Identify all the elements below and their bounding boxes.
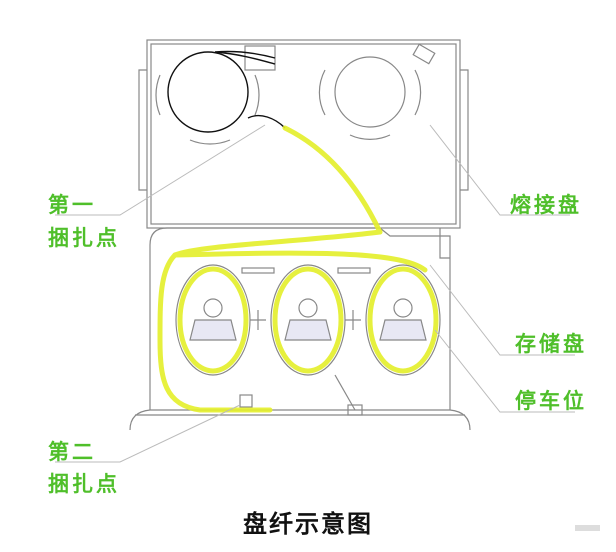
label-second-tie-line2: 捆扎点 <box>48 472 120 496</box>
label-first-tie-line2: 捆扎点 <box>48 226 120 250</box>
leader-parking <box>434 329 575 413</box>
leader-first-tie <box>55 124 266 216</box>
label-second-tie-line1: 第二 <box>48 440 96 464</box>
leader-second-tie <box>55 404 241 463</box>
splice-tray-right <box>334 56 406 128</box>
splice-tray-left <box>167 51 249 133</box>
diagram-title: 盘纤示意图 <box>243 510 373 538</box>
label-storage-tray: 存储盘 <box>515 332 587 356</box>
leader-storage-tray <box>429 264 575 356</box>
storage-tray-3 <box>365 264 441 376</box>
label-parking: 停车位 <box>515 389 587 413</box>
watermark <box>575 525 600 531</box>
upper-tray-frame <box>146 39 461 229</box>
fiber-path <box>157 125 439 413</box>
label-first-tie-line1: 第一 <box>48 193 96 217</box>
lower-tray-frame <box>149 227 451 410</box>
label-splice-tray: 熔接盘 <box>510 193 582 217</box>
leader-splice-tray <box>429 124 570 216</box>
